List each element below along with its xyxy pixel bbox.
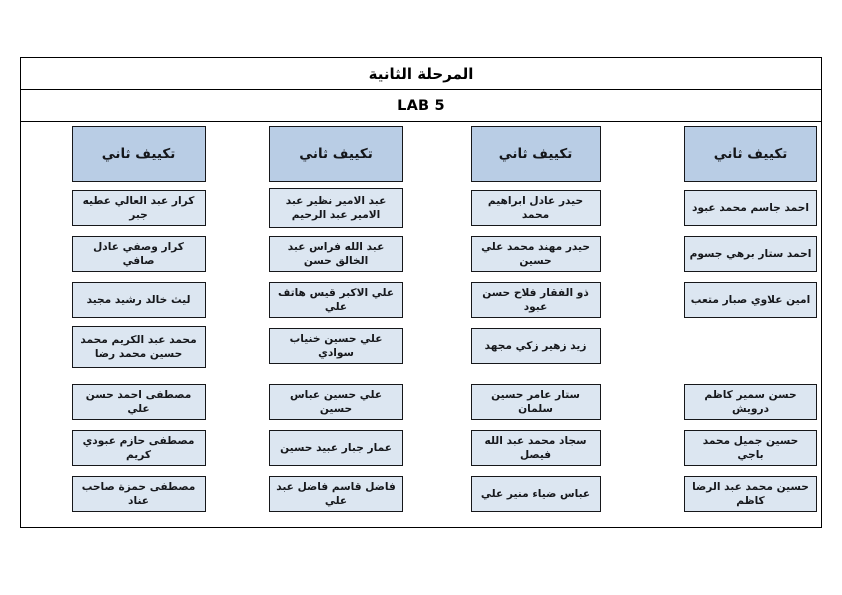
column-group-2: تكييف ثاني حيدر عادل ابراهيم محمد حيدر م…	[409, 122, 607, 526]
column-group-3: تكييف ثاني عبد الامير نظير عبد الامير عب…	[212, 122, 410, 526]
lab-subtitle: LAB 5	[397, 97, 445, 114]
column-header-2: تكييف ثاني	[470, 126, 601, 182]
table-cell: ستار عامر حسين سلمان	[470, 384, 601, 420]
student-list-table: المرحلة الثانية LAB 5 تكييف ثاني احمد جا…	[20, 57, 822, 528]
column-header-1: تكييف ثاني	[684, 126, 817, 182]
table-cell: سجاد محمد عبد الله فيصل	[470, 430, 601, 466]
table-cell: فاضل قاسم فاضل عبد علي	[269, 476, 404, 512]
column-inner-1: تكييف ثاني احمد جاسم محمد عبود احمد ستار…	[607, 122, 821, 526]
table-cell: احمد جاسم محمد عبود	[684, 190, 817, 226]
column-inner-3: تكييف ثاني عبد الامير نظير عبد الامير عب…	[212, 122, 410, 526]
column-group-4: تكييف ثاني كرار عبد العالي عطيه جبر كرار…	[21, 122, 212, 526]
column-group-1: تكييف ثاني احمد جاسم محمد عبود احمد ستار…	[607, 122, 821, 526]
table-cell: علي الاكبر قيس هاتف علي	[269, 282, 404, 318]
table-cell: محمد عبد الكريم محمد حسين محمد رضا	[71, 326, 206, 368]
table-cell: مصطفى احمد حسن علي	[71, 384, 206, 420]
table-cell: زيد زهير زكي مجهد	[470, 328, 601, 364]
table-cell: امين علاوي صبار متعب	[684, 282, 817, 318]
table-cell: كرار وصفي عادل صافي	[71, 236, 206, 272]
table-cell: علي حسين عباس حسين	[269, 384, 404, 420]
column-header-4: تكييف ثاني	[71, 126, 206, 182]
table-cell: عباس ضياء منير علي	[470, 476, 601, 512]
table-cell: حيدر عادل ابراهيم محمد	[470, 190, 601, 226]
table-cell: ذو الفقار فلاح حسن عبود	[470, 282, 601, 318]
table-cell-empty	[684, 328, 817, 374]
column-inner-4: تكييف ثاني كرار عبد العالي عطيه جبر كرار…	[21, 122, 212, 526]
table-cell: حسن سمير كاظم درويش	[684, 384, 817, 420]
table-cell: احمد ستار برهي جسوم	[684, 236, 817, 272]
table-cell: عبد الله فراس عبد الخالق حسن	[269, 236, 404, 272]
table-cell: كرار عبد العالي عطيه جبر	[71, 190, 206, 226]
table-cell: عبد الامير نظير عبد الامير عبد الرحيم	[269, 188, 404, 228]
table-cell: مصطفى حمزة صاحب عناد	[71, 476, 206, 512]
page-title-row: المرحلة الثانية	[21, 58, 821, 90]
table-cell: حيدر مهند محمد علي حسين	[470, 236, 601, 272]
columns-grid: تكييف ثاني احمد جاسم محمد عبود احمد ستار…	[21, 122, 821, 526]
page-title: المرحلة الثانية	[368, 64, 474, 83]
lab-subtitle-row: LAB 5	[21, 90, 821, 122]
table-cell: علي حسين خنياب سوادي	[269, 328, 404, 364]
table-cell: ليث خالد رشيد مجيد	[71, 282, 206, 318]
column-header-3: تكييف ثاني	[269, 126, 404, 182]
table-cell: حسين محمد عبد الرضا كاظم	[684, 476, 817, 512]
table-cell: عمار جبار عبيد حسين	[269, 430, 404, 466]
table-cell: مصطفى حازم عبودي كريم	[71, 430, 206, 466]
column-inner-2: تكييف ثاني حيدر عادل ابراهيم محمد حيدر م…	[409, 122, 607, 526]
table-cell: حسين جميل محمد باجي	[684, 430, 817, 466]
